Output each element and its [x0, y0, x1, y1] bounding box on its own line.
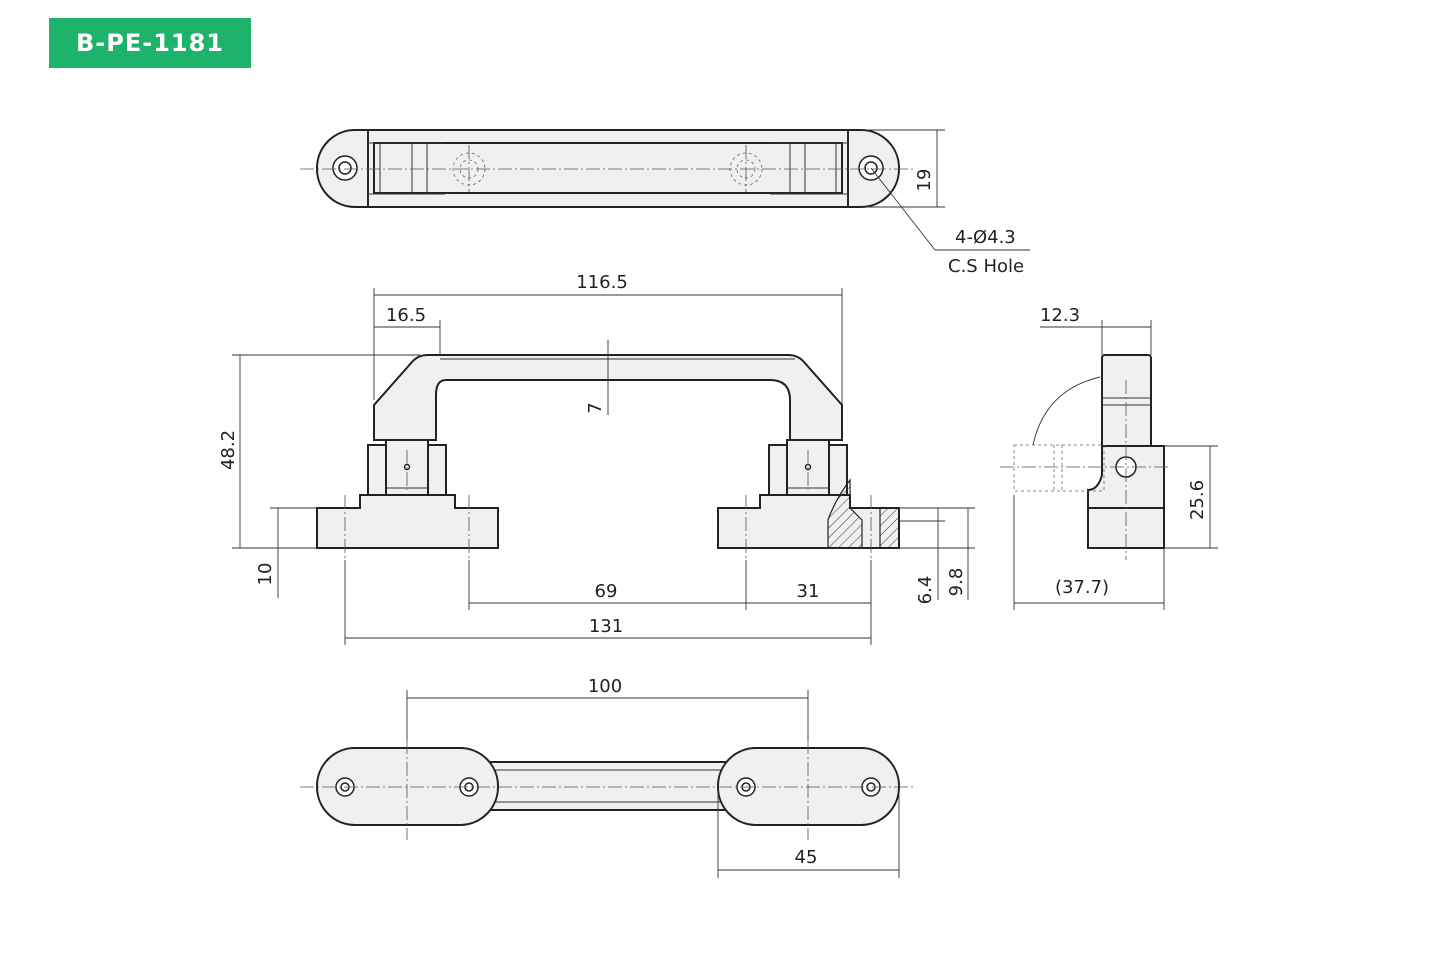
dim-top-width: 19 — [914, 169, 935, 192]
dim-side-height: 25.6 — [1187, 480, 1208, 520]
dim-base-thickness: 9.8 — [946, 568, 967, 597]
dim-grip-thickness: 7 — [585, 402, 606, 413]
dim-bottom-end-pitch: 45 — [795, 847, 818, 868]
hole-note-line1: 4-Ø4.3 — [955, 227, 1016, 248]
side-view — [1000, 320, 1218, 610]
dim-hole-pitch-inner: 69 — [595, 581, 618, 602]
dim-side-depth-ref: (37.7) — [1055, 577, 1109, 598]
front-base-right — [717, 494, 900, 549]
dim-overall-width: 116.5 — [576, 272, 628, 293]
dim-end-offset: 31 — [797, 581, 820, 602]
dim-grip-offset: 16.5 — [386, 305, 426, 326]
bottom-left-end — [316, 747, 499, 826]
dim-bottom-pitch: 100 — [588, 676, 622, 697]
dim-side-width: 12.3 — [1040, 305, 1080, 326]
dim-total-height: 48.2 — [218, 430, 239, 470]
bottom-bar — [479, 761, 741, 811]
top-view — [300, 129, 1030, 251]
hole-note-line2: C.S Hole — [948, 256, 1024, 277]
front-base-left — [316, 494, 499, 549]
top-grip — [373, 142, 843, 194]
bottom-right-end — [717, 747, 900, 826]
part-code-badge: B-PE-1181 — [49, 18, 251, 68]
section-hatch — [827, 478, 863, 549]
dim-base-height: 10 — [255, 563, 276, 586]
bottom-view — [300, 690, 915, 878]
front-view — [232, 288, 975, 645]
dim-counterbore-depth: 6.4 — [915, 576, 936, 605]
dim-overall-base-length: 131 — [589, 616, 623, 637]
